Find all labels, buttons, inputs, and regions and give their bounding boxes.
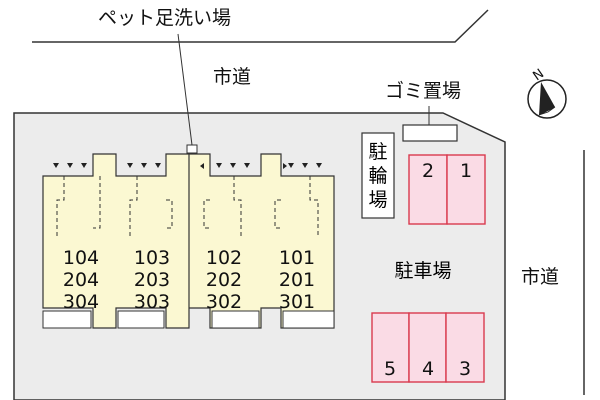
unit-303: 303 <box>134 291 170 313</box>
building-4-units: 101 201 301 <box>279 247 315 313</box>
garbage-area <box>402 124 458 142</box>
unit-203: 203 <box>134 269 170 291</box>
parking-space-5-number: 5 <box>384 358 396 380</box>
balcony-104 <box>42 310 92 329</box>
city-road-right-label: 市道 <box>521 266 560 288</box>
building-2-units: 103 203 303 <box>134 247 170 313</box>
bicycle-char-3: 場 <box>368 189 387 211</box>
pet-wash-label: ペット足洗い場 <box>98 7 232 29</box>
parking-space-1 <box>446 154 486 225</box>
north-arrow-icon: N <box>527 66 567 119</box>
unit-304: 304 <box>63 291 99 313</box>
balcony-102 <box>211 310 260 329</box>
garbage-area-label: ゴミ置場 <box>385 80 462 102</box>
parking-space-1-number: 1 <box>460 160 472 182</box>
unit-101: 101 <box>279 247 315 269</box>
unit-202: 202 <box>206 269 242 291</box>
city-road-top-line <box>32 9 489 43</box>
unit-104: 104 <box>63 247 99 269</box>
parking-space-2 <box>408 154 448 225</box>
building-1-units: 104 204 304 <box>63 247 99 313</box>
parking-space-5 <box>371 312 410 383</box>
parking-space-2-number: 2 <box>422 160 434 182</box>
bicycle-char-1: 駐 <box>368 141 387 163</box>
bicycle-parking-box <box>361 132 395 219</box>
unit-302: 302 <box>206 291 242 313</box>
unit-102: 102 <box>206 247 242 269</box>
building-3-units: 102 202 302 <box>206 247 242 313</box>
parking-space-3-number: 3 <box>459 358 471 380</box>
balcony-101 <box>282 310 335 329</box>
parking-space-3 <box>445 312 485 383</box>
unit-204: 204 <box>63 269 99 291</box>
interior-dashed-walls <box>56 176 319 238</box>
balcony-103 <box>117 310 165 329</box>
parking-space-4 <box>408 312 447 383</box>
pet-wash-station <box>186 144 198 154</box>
parking-space-4-number: 4 <box>422 358 434 380</box>
city-road-top-label: 市道 <box>213 66 252 88</box>
unit-201: 201 <box>279 269 315 291</box>
unit-103: 103 <box>134 247 170 269</box>
entrance-markers <box>53 163 322 169</box>
pet-wash-pointer <box>177 33 193 146</box>
bicycle-char-2: 輪 <box>368 165 387 187</box>
parking-label: 駐車場 <box>394 260 451 282</box>
unit-301: 301 <box>279 291 315 313</box>
